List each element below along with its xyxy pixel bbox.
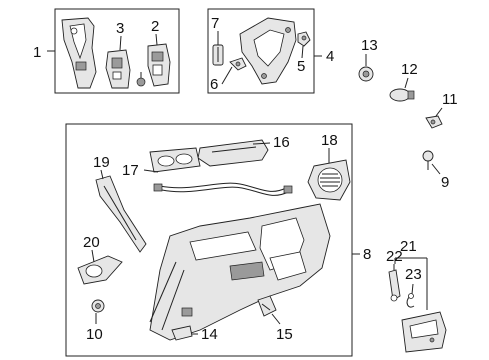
upper-quarter-trim <box>239 17 297 85</box>
leader-3 <box>119 35 122 51</box>
leader-19 <box>100 169 104 180</box>
callout-20: 20 <box>83 234 100 251</box>
part-14-hook <box>171 325 193 341</box>
clip-small <box>136 72 146 87</box>
part-19-trim-strip <box>95 175 147 253</box>
part-2-trim-piece <box>147 43 171 87</box>
part-21-cover <box>401 311 447 353</box>
callout-8: 8 <box>363 246 371 263</box>
callout-15: 15 <box>276 326 293 343</box>
part-13-cap <box>358 66 374 82</box>
leader-5 <box>301 45 304 59</box>
callout-9: 9 <box>441 174 449 191</box>
part-11-clip <box>425 115 443 129</box>
leader-6 <box>221 66 233 85</box>
callout-16: 16 <box>273 134 290 151</box>
leader-16 <box>252 142 271 145</box>
callout-5: 5 <box>297 58 305 75</box>
leader-12 <box>404 77 409 89</box>
part-6-bracket <box>229 57 247 71</box>
callout-4: 4 <box>326 48 334 65</box>
callout-17: 17 <box>122 162 139 179</box>
callout-21: 21 <box>400 238 417 255</box>
part-15-hook <box>257 295 277 317</box>
leader-2 <box>155 33 158 46</box>
part-7-clip <box>212 44 224 66</box>
callout-18: 18 <box>321 132 338 149</box>
leader-17 <box>143 169 159 173</box>
callout-7: 7 <box>211 15 219 32</box>
part-22-strap <box>388 269 401 302</box>
group-box-8 <box>65 123 353 357</box>
part-17-cup-holder <box>149 147 201 173</box>
leader-9 <box>431 163 441 175</box>
part-12-push-clip <box>389 88 415 102</box>
callout-23: 23 <box>405 266 422 283</box>
leader-20 <box>91 249 95 263</box>
part-18-speaker-grille <box>307 159 351 201</box>
leader-23 <box>411 283 414 295</box>
callout-14: 14 <box>201 326 218 343</box>
callout-3: 3 <box>116 20 124 37</box>
part-5-clip <box>297 31 311 47</box>
part-20-bezel <box>77 255 123 285</box>
callout-13: 13 <box>361 37 378 54</box>
part-23-hook <box>406 293 415 308</box>
callout-12: 12 <box>401 61 418 78</box>
group-box-4 <box>207 8 315 94</box>
part-10-clip <box>91 299 105 313</box>
callout-2: 2 <box>151 18 159 35</box>
callout-1: 1 <box>33 44 41 61</box>
part-3-trim-piece <box>105 49 131 89</box>
callout-11: 11 <box>442 91 458 108</box>
leader-15 <box>271 313 281 325</box>
callout-22: 22 <box>386 248 403 265</box>
callout-19: 19 <box>93 154 110 171</box>
part-17-harness <box>153 182 293 196</box>
part-9-bolt <box>422 150 434 170</box>
quarter-trim-panel <box>149 203 331 341</box>
callout-6: 6 <box>210 76 218 93</box>
leader-11 <box>435 107 443 117</box>
callout-10: 10 <box>86 326 103 343</box>
pillar-trim-panel <box>61 17 97 89</box>
